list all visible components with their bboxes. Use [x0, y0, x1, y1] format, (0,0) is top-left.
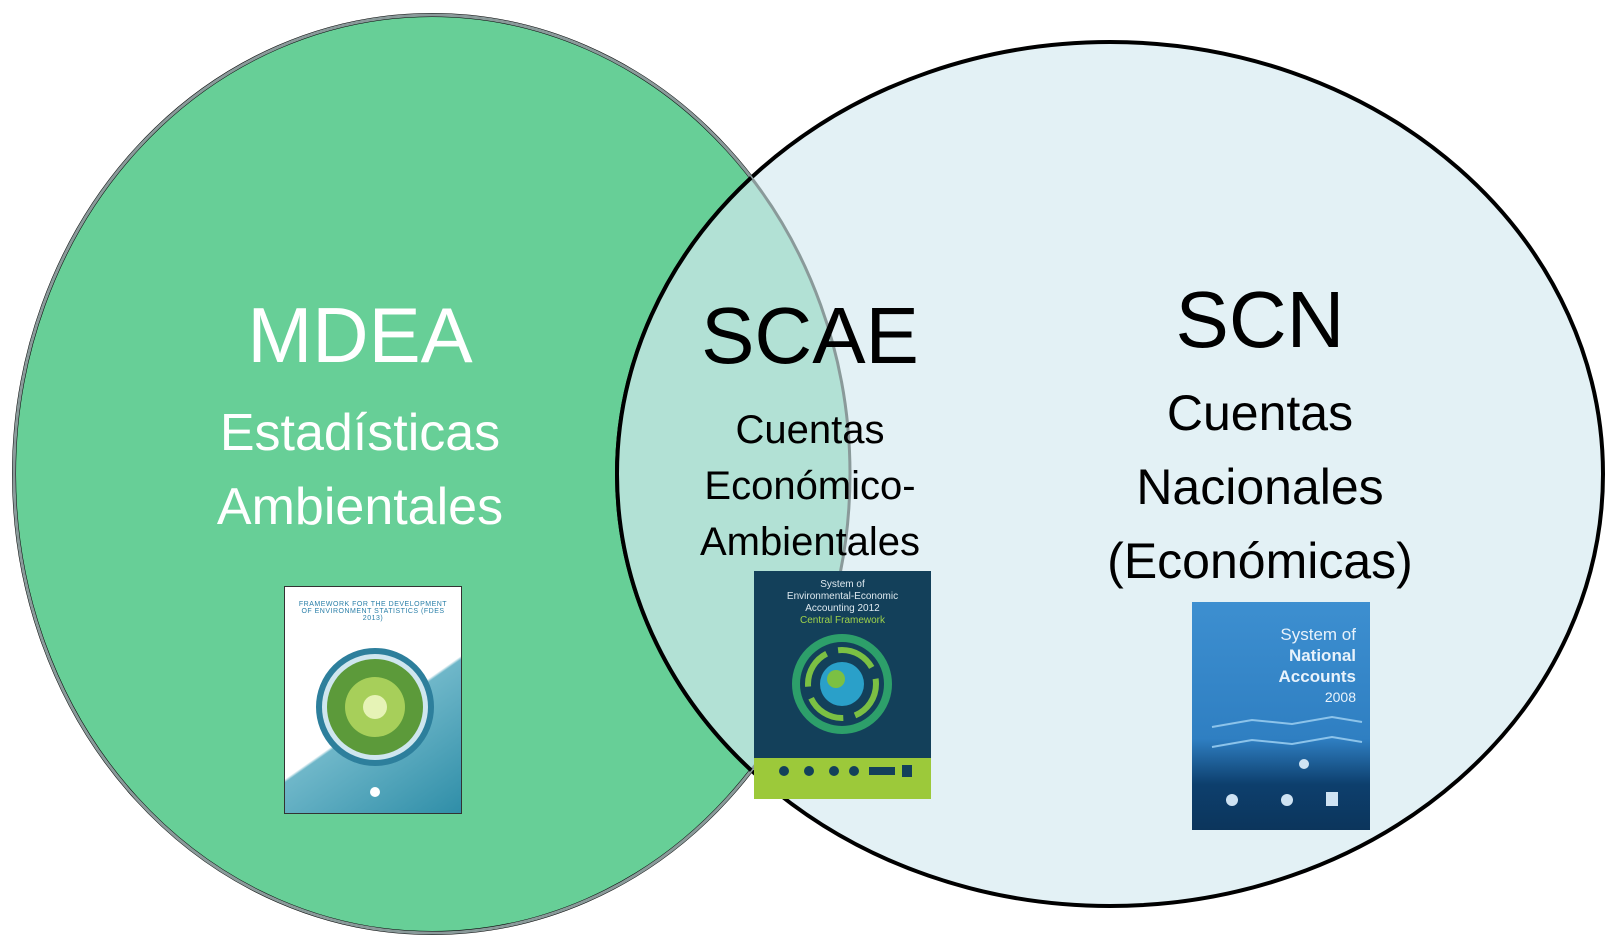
set-scn-inner-boundary: [615, 40, 850, 908]
sna-cover-line-1: System of: [1280, 625, 1356, 644]
fdes-book-cover-image: FRAMEWORK FOR THE DEVELOPMENT OF ENVIRON…: [284, 586, 462, 814]
mdea-subtitle-line-2: Ambientales: [216, 478, 504, 536]
scae-subtitle-line-2: Económico-: [704, 464, 916, 508]
scae-subtitle-line-1: Cuentas: [735, 408, 885, 452]
seea-book-cover-image: System of Environmental-Economic Account…: [754, 571, 931, 799]
sna-book-cover-image: System of National Accounts 2008: [1192, 602, 1370, 830]
scn-subtitle-line-1: Cuentas: [1166, 385, 1354, 441]
scn-label-group: SCN Cuentas Nacionales (Económicas): [1060, 280, 1460, 598]
seea-cover-line-1: System of: [820, 579, 865, 590]
mdea-label-group: MDEA Estadísticas Ambientales: [150, 296, 570, 544]
seea-cover-title: System of Environmental-Economic Account…: [754, 579, 931, 627]
sna-cover-title: System of National Accounts 2008: [1246, 624, 1356, 708]
scae-subtitle-line-3: Ambientales: [699, 520, 921, 564]
sna-cover-line-2: National: [1288, 646, 1356, 665]
seea-cover-art: [754, 634, 931, 799]
scae-title: SCAE: [701, 291, 919, 380]
sna-cover-line-3: Accounts: [1278, 667, 1356, 686]
sna-cover-line-4: 2008: [1324, 689, 1356, 705]
seea-cover-line-3: Accounting 2012: [805, 603, 880, 614]
seea-cover-line-2: Environmental-Economic: [786, 591, 899, 602]
fdes-cover-title: FRAMEWORK FOR THE DEVELOPMENT OF ENVIRON…: [298, 601, 448, 622]
scae-label-group: SCAE Cuentas Económico- Ambientales: [650, 296, 970, 570]
scn-subtitle-line-2: Nacionales: [1136, 459, 1384, 515]
scn-title: SCN: [1175, 275, 1345, 364]
scn-subtitle-line-3: (Económicas): [1107, 533, 1413, 589]
fdes-cover-art: [316, 648, 434, 797]
sna-cover-art: [1211, 715, 1363, 806]
set-mdea-inner-boundary: [12, 13, 852, 935]
mdea-title: MDEA: [247, 291, 473, 379]
seea-cover-line-4: Central Framework: [799, 615, 886, 626]
mdea-subtitle-line-1: Estadísticas: [219, 404, 501, 462]
